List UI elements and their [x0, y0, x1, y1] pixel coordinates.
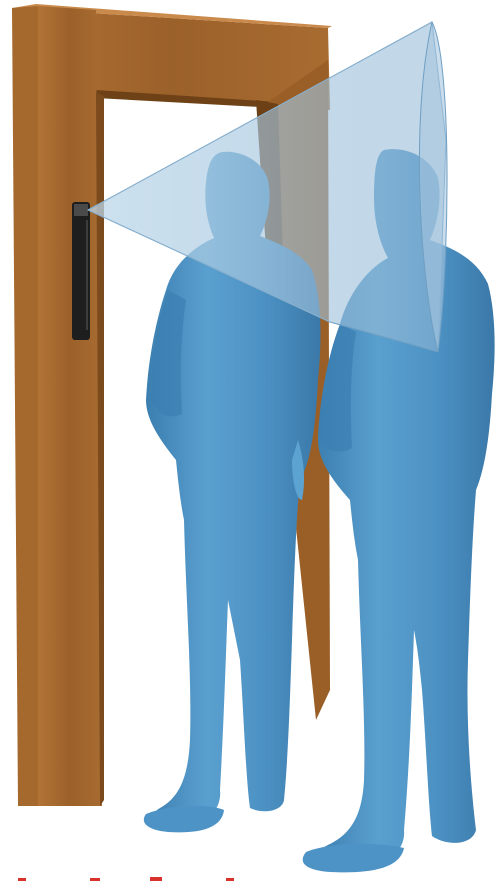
floor-mark-3	[150, 877, 162, 881]
floor-mark-1	[18, 878, 26, 881]
floor-marks	[18, 877, 234, 881]
person-left-shoe	[144, 806, 224, 832]
floor-mark-4	[226, 878, 234, 881]
sensor-lens	[74, 204, 88, 216]
person-right-shoe	[303, 844, 404, 872]
floor-mark-2	[90, 878, 100, 881]
people-counter-sensor	[72, 202, 90, 340]
door-left-jamb	[12, 6, 38, 806]
door-left-jamb-front	[38, 6, 102, 806]
person-left-arm	[152, 290, 186, 416]
